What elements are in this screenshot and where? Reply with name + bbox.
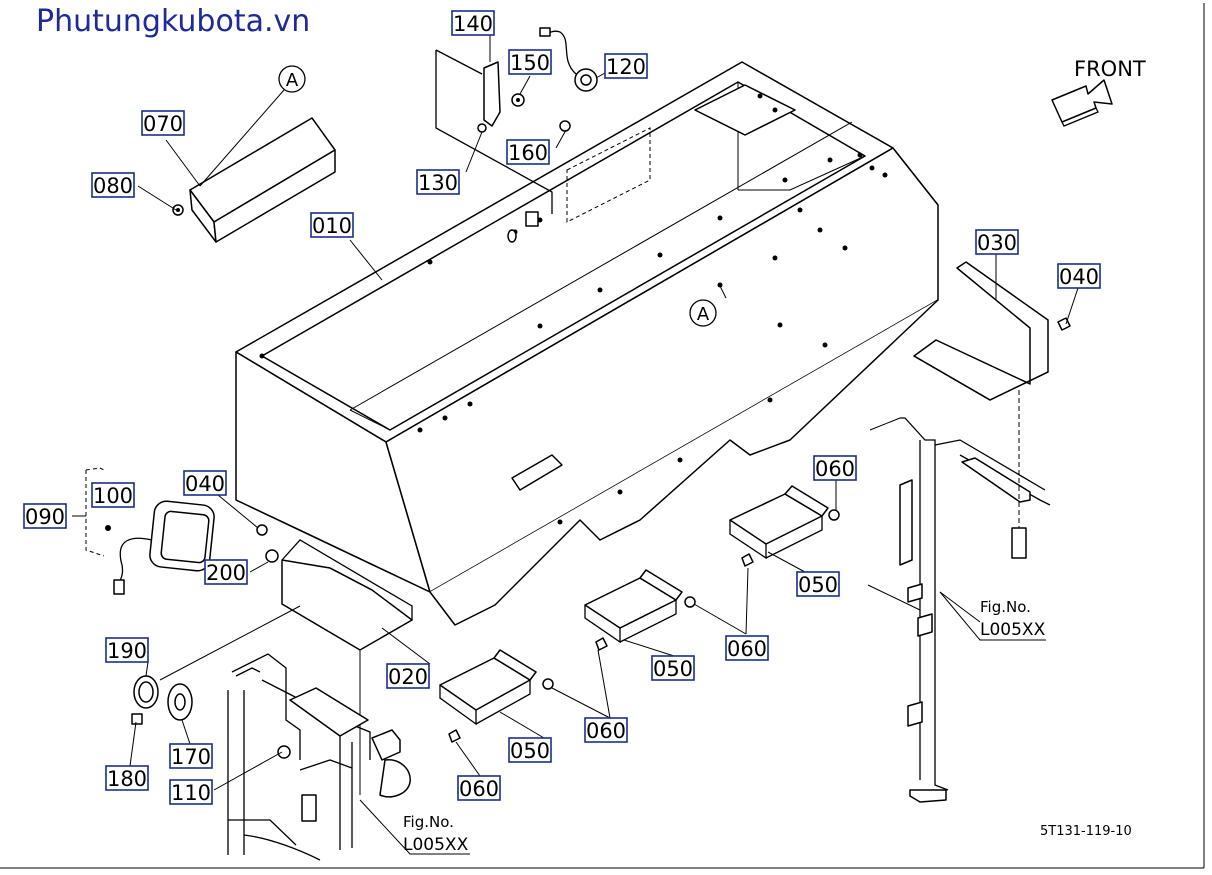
svg-text:140: 140 [453, 12, 493, 36]
svg-text:060: 060 [459, 777, 499, 801]
callout-110: 110 [169, 779, 213, 805]
callout-200: 200 [204, 559, 248, 585]
svg-text:A: A [286, 70, 299, 91]
callout-120: 120 [604, 53, 648, 79]
hopper-box [235, 61, 939, 626]
svg-text:080: 080 [93, 174, 133, 198]
callout-050-a: 050 [796, 571, 840, 597]
frame-left [227, 653, 411, 861]
svg-text:030: 030 [977, 231, 1017, 255]
callout-080: 080 [91, 172, 135, 198]
svg-text:190: 190 [107, 639, 147, 663]
svg-text:050: 050 [798, 573, 838, 597]
callout-050-b: 050 [651, 655, 695, 681]
callout-180: 180 [105, 765, 149, 791]
svg-text:060: 060 [815, 457, 855, 481]
svg-text:120: 120 [606, 55, 646, 79]
svg-text:130: 130 [418, 171, 458, 195]
svg-text:Fig.No.: Fig.No. [980, 598, 1031, 616]
callout-070: 070 [141, 110, 185, 136]
svg-text:050: 050 [653, 657, 693, 681]
svg-text:090: 090 [25, 505, 65, 529]
svg-text:060: 060 [586, 719, 626, 743]
svg-text:L005XX: L005XX [980, 620, 1046, 640]
svg-text:200: 200 [206, 561, 246, 585]
callout-190: 190 [105, 637, 149, 663]
svg-text:170: 170 [171, 745, 211, 769]
fig-ref-right: Fig.No. L005XX [980, 598, 1046, 640]
callout-160: 160 [506, 139, 550, 165]
svg-text:040: 040 [185, 472, 225, 496]
drawing-code: 5T131-119-10 [1040, 824, 1132, 839]
front-arrow: FRONT [1051, 57, 1146, 127]
callout-010: 010 [310, 212, 354, 238]
svg-text:010: 010 [312, 214, 352, 238]
svg-text:Fig.No.: Fig.No. [403, 813, 454, 831]
sensor-bracket-140 [435, 27, 598, 243]
callout-030: 030 [975, 229, 1019, 255]
leader-lines [72, 35, 1079, 855]
callout-040-left: 040 [183, 470, 227, 496]
callout-050-c: 050 [508, 737, 552, 763]
svg-text:070: 070 [143, 112, 183, 136]
callout-090: 090 [23, 503, 67, 529]
svg-text:160: 160 [508, 141, 548, 165]
callout-170: 170 [169, 743, 213, 769]
bracket-020 [256, 524, 413, 795]
svg-text:060: 060 [727, 637, 767, 661]
ref-marker-a-2: A [689, 299, 717, 327]
bracket-050-a [439, 649, 554, 743]
svg-text:FRONT: FRONT [1074, 57, 1146, 81]
callout-150: 150 [508, 49, 552, 75]
cover-plate-070 [172, 117, 336, 243]
callout-140: 140 [451, 10, 495, 36]
callout-060-a: 060 [813, 455, 857, 481]
callout-020: 020 [386, 663, 430, 689]
svg-text:L005XX: L005XX [403, 835, 469, 855]
callout-060-c: 060 [584, 717, 628, 743]
horn-assembly [131, 605, 301, 725]
svg-text:A: A [697, 304, 710, 325]
callout-130: 130 [416, 169, 460, 195]
frame-right [867, 390, 1051, 803]
svg-text:100: 100 [93, 484, 133, 508]
ref-marker-a-1: A [278, 65, 306, 93]
svg-text:180: 180 [107, 767, 147, 791]
bracket-050-c [729, 485, 840, 567]
svg-text:040: 040 [1059, 265, 1099, 289]
callout-100: 100 [91, 482, 135, 508]
callout-060-d: 060 [457, 775, 501, 801]
watermark: Phutungkubota.vn [36, 4, 311, 39]
svg-text:020: 020 [388, 665, 428, 689]
fig-ref-bottom: Fig.No. L005XX [403, 813, 469, 855]
work-lamp-100 [85, 467, 215, 595]
svg-text:110: 110 [171, 781, 211, 805]
callout-060-b: 060 [725, 635, 769, 661]
bracket-050-b [584, 569, 696, 651]
callout-040-right: 040 [1057, 263, 1101, 289]
svg-text:050: 050 [510, 739, 550, 763]
svg-text:150: 150 [510, 51, 550, 75]
